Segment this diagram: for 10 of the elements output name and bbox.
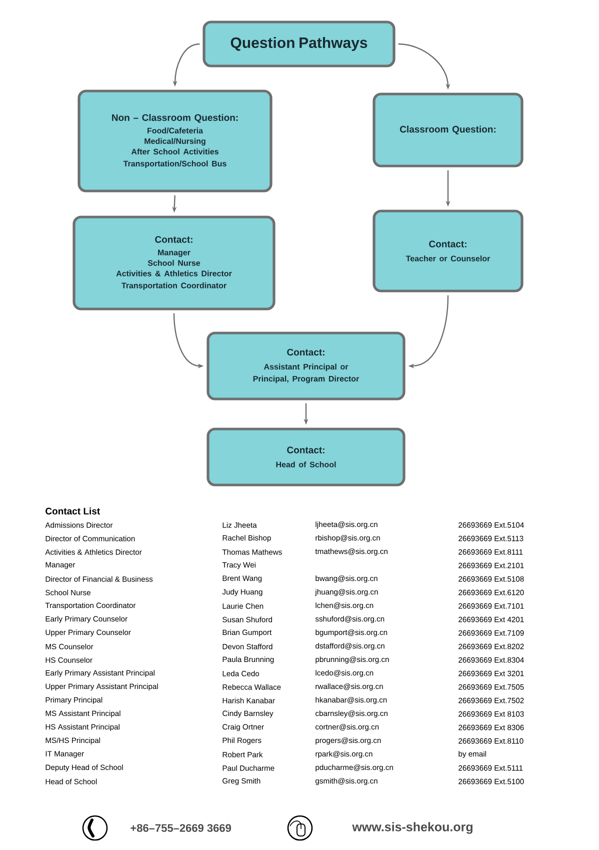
phone-number: +86–755–2669 3669 — [130, 824, 231, 832]
flow-box: Contact: Head of School — [206, 428, 406, 486]
flow-box: Contact: Assistant Principal or Principal, Program Director — [206, 332, 406, 400]
web-address: www.sis-shekou.org — [352, 822, 472, 834]
table-heading: Contact List — [46, 508, 100, 514]
flow-box: Contact: Teacher or Counselor — [372, 210, 524, 292]
flow-box: Non – Classroom Question: Food/Cafeteria Medical/Nursing After School Activities Transportation/School Bus — [78, 90, 272, 192]
flow-box: Question Pathways — [202, 20, 396, 68]
flow-box: Contact: Manager School Nurse Activities & Athletics Director Transportation Coordinator — [72, 216, 276, 310]
flow-box: Classroom Question: — [372, 92, 524, 168]
